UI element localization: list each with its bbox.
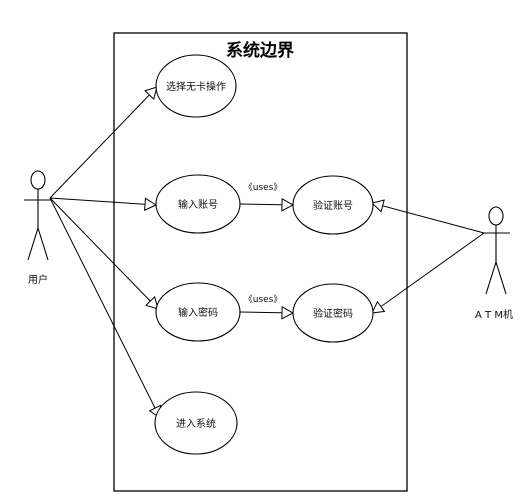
usecase-enter-system-label: 进入系统 <box>176 417 216 430</box>
actor-user <box>24 170 52 261</box>
assoc-user-enter-system <box>49 197 161 419</box>
uses-label-account: 《uses》 <box>244 182 283 193</box>
usecase-input-account-label: 输入账号 <box>178 198 218 211</box>
usecase-verify-password-label: 验证密码 <box>313 307 353 320</box>
usecase-verify-account <box>292 175 374 235</box>
uses-label-password: 《uses》 <box>244 294 283 305</box>
usecase-select-cardless-label: 选择无卡操作 <box>166 80 226 93</box>
assoc-user-select-cardless <box>49 86 158 199</box>
usecase-enter-system <box>154 391 238 455</box>
assoc-user-input-account <box>49 197 158 212</box>
usecase-verify-account-label: 验证账号 <box>313 199 353 212</box>
assoc-atm-verify-password <box>371 232 485 314</box>
assoc-user-input-password <box>49 197 159 310</box>
usecase-input-password-label: 输入密码 <box>178 306 218 319</box>
usecase-select-cardless <box>155 54 237 118</box>
actor-user-label: 用户 <box>28 273 48 286</box>
uses-account-relation <box>239 197 295 212</box>
system-boundary-title: 系统边界 <box>226 40 294 61</box>
actor-atm-head <box>488 206 504 226</box>
usecase-verify-password <box>292 283 374 343</box>
system-boundary <box>113 32 408 492</box>
usecase-input-account <box>155 174 241 234</box>
actor-atm <box>482 206 510 295</box>
uses-password-relation <box>239 305 295 320</box>
actor-atm-label: A T M机 <box>475 308 513 321</box>
usecase-input-password <box>155 282 241 342</box>
actor-user-head <box>30 170 46 190</box>
assoc-atm-verify-account <box>370 199 485 234</box>
